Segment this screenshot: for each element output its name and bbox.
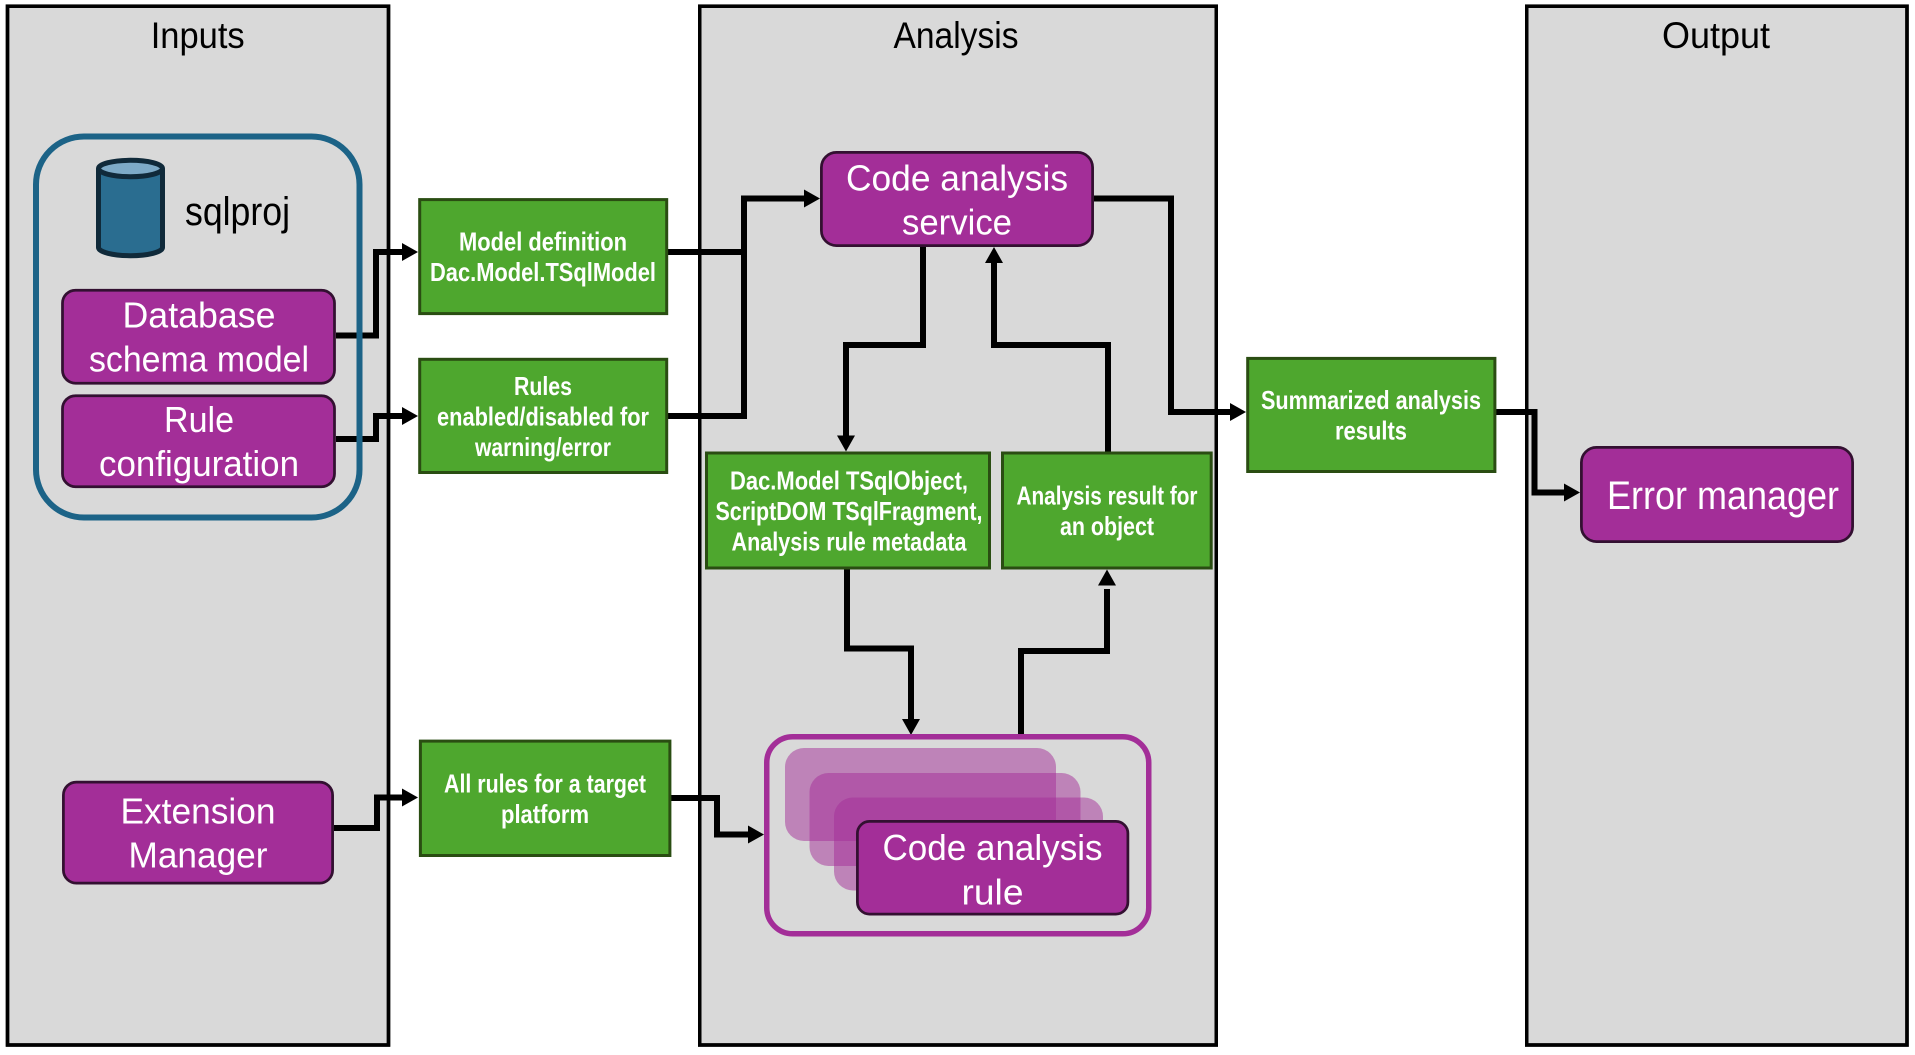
svg-text:Analysis result for: Analysis result for xyxy=(1017,481,1198,511)
svg-text:Dac.Model.TSqlModel: Dac.Model.TSqlModel xyxy=(430,257,656,287)
svg-text:enabled/disabled for: enabled/disabled for xyxy=(437,401,649,431)
svg-text:Analysis: Analysis xyxy=(894,15,1019,56)
svg-text:platform: platform xyxy=(501,799,589,829)
svg-text:All rules for a target: All rules for a target xyxy=(444,768,646,798)
svg-text:configuration: configuration xyxy=(99,443,299,484)
svg-text:Database: Database xyxy=(123,295,276,336)
svg-text:Manager: Manager xyxy=(129,835,268,876)
svg-text:an object: an object xyxy=(1060,511,1154,541)
svg-text:ScriptDOM TSqlFragment,: ScriptDOM TSqlFragment, xyxy=(716,496,983,526)
svg-text:Error manager: Error manager xyxy=(1607,474,1839,518)
svg-text:Summarized analysis: Summarized analysis xyxy=(1261,385,1481,415)
svg-text:Extension: Extension xyxy=(121,791,276,832)
svg-text:schema model: schema model xyxy=(89,339,309,380)
svg-text:Inputs: Inputs xyxy=(151,15,245,56)
svg-text:Rules: Rules xyxy=(514,371,572,401)
svg-text:Code analysis: Code analysis xyxy=(883,827,1103,868)
svg-text:Model definition: Model definition xyxy=(459,227,627,257)
svg-text:Output: Output xyxy=(1662,15,1771,56)
svg-text:rule: rule xyxy=(962,872,1024,913)
svg-text:sqlproj: sqlproj xyxy=(185,190,290,234)
svg-text:warning/error: warning/error xyxy=(474,432,611,462)
svg-text:Rule: Rule xyxy=(164,399,234,440)
svg-text:service: service xyxy=(902,202,1012,243)
svg-text:results: results xyxy=(1335,416,1407,446)
svg-text:Analysis rule metadata: Analysis rule metadata xyxy=(732,526,967,556)
svg-text:Dac.Model TSqlObject,: Dac.Model TSqlObject, xyxy=(730,465,968,495)
svg-text:Code analysis: Code analysis xyxy=(846,158,1068,199)
